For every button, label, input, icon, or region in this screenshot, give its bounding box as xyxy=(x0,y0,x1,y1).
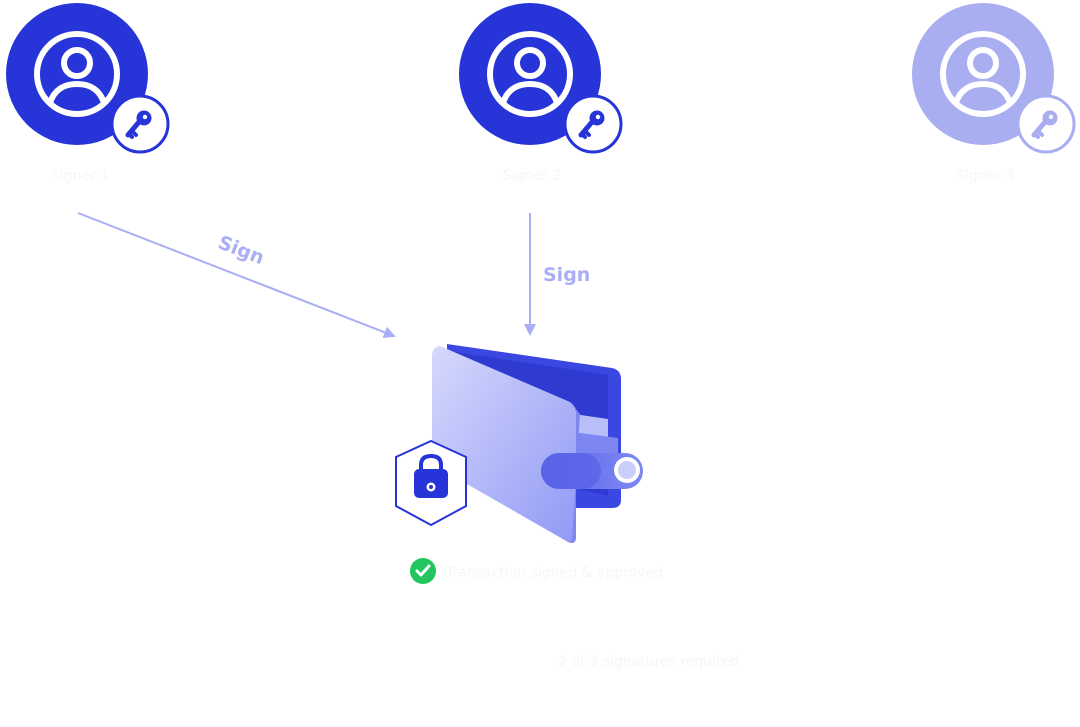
key-icon xyxy=(125,110,152,139)
key-badge xyxy=(110,94,170,154)
key-badge xyxy=(1016,94,1076,154)
signer-1-label: Signer 1 xyxy=(51,168,109,184)
sign-arrow-2-label: Sign xyxy=(543,264,590,286)
key-badge xyxy=(563,94,623,154)
padlock-shield-icon xyxy=(395,439,467,527)
footnote-text: 2 of 3 signatures required xyxy=(558,654,739,670)
status: Transaction signed & approved xyxy=(410,558,663,584)
sign-arrow-2: Sign xyxy=(524,213,590,336)
signer-3: Signer 3 xyxy=(912,3,1076,184)
sign-arrow-1: Sign xyxy=(77,212,396,338)
user-circle-icon xyxy=(34,31,120,117)
wallet-icon xyxy=(432,344,643,543)
key-icon xyxy=(1031,110,1058,139)
key-icon xyxy=(578,110,605,139)
check-circle-icon xyxy=(410,558,436,584)
sign-arrow-1-label: Sign xyxy=(215,232,267,269)
signer-2-label: Signer 2 xyxy=(503,168,561,184)
signer-3-label: Signer 3 xyxy=(956,168,1014,184)
signer-1: Signer 1 xyxy=(6,3,170,184)
status-text: Transaction signed & approved xyxy=(445,565,663,581)
signer-2: Signer 2 xyxy=(459,3,623,184)
user-circle-icon xyxy=(487,31,573,117)
user-circle-icon xyxy=(940,31,1026,117)
